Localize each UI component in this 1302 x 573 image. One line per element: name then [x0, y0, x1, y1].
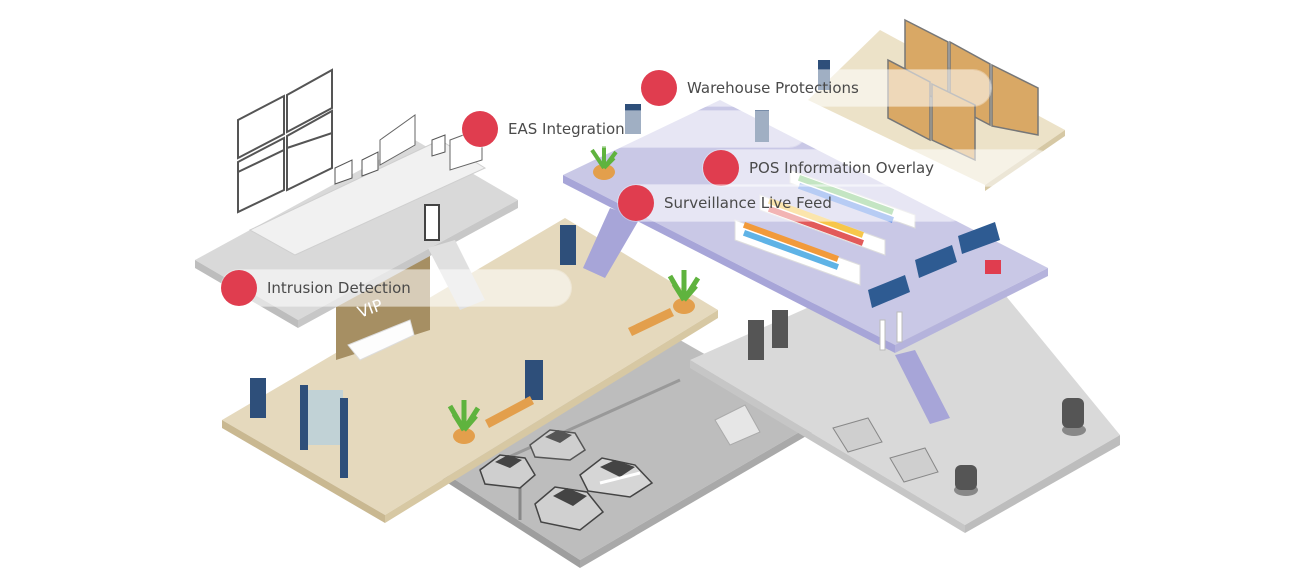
- hotspot-warehouse-protections[interactable]: Warehouse Protections: [641, 70, 991, 106]
- hotspot-label: Surveillance Live Feed: [664, 194, 832, 212]
- hotspot-marker-icon: [221, 270, 257, 306]
- potted-plants: [447, 146, 701, 444]
- hotspot-eas-integration[interactable]: EAS Integration: [462, 111, 807, 147]
- hotspot-label: POS Information Overlay: [749, 159, 935, 177]
- car: [534, 486, 605, 531]
- hotspot-label: Warehouse Protections: [687, 79, 859, 97]
- hotspot-label: Intrusion Detection: [267, 279, 411, 297]
- hotspot-marker-icon: [462, 111, 498, 147]
- hotspot-marker-icon: [618, 185, 654, 221]
- hotspot-intrusion-detection[interactable]: Intrusion Detection: [221, 270, 571, 306]
- plaza-props: [714, 310, 1086, 496]
- hotspot-pos-information-overlay[interactable]: POS Information Overlay: [703, 150, 1053, 186]
- car: [479, 454, 536, 489]
- lobby-floor: VIP: [222, 218, 718, 523]
- hotspot-marker-icon: [703, 150, 739, 186]
- car: [579, 457, 654, 498]
- hotspot-label: EAS Integration: [508, 120, 625, 138]
- parked-cars: [479, 429, 654, 531]
- car: [529, 429, 587, 461]
- office-floor: [195, 68, 518, 328]
- concrete-plaza: [690, 240, 1120, 533]
- hotspot-surveillance-live-feed[interactable]: Surveillance Live Feed: [618, 185, 968, 221]
- hotspot-marker-icon: [641, 70, 677, 106]
